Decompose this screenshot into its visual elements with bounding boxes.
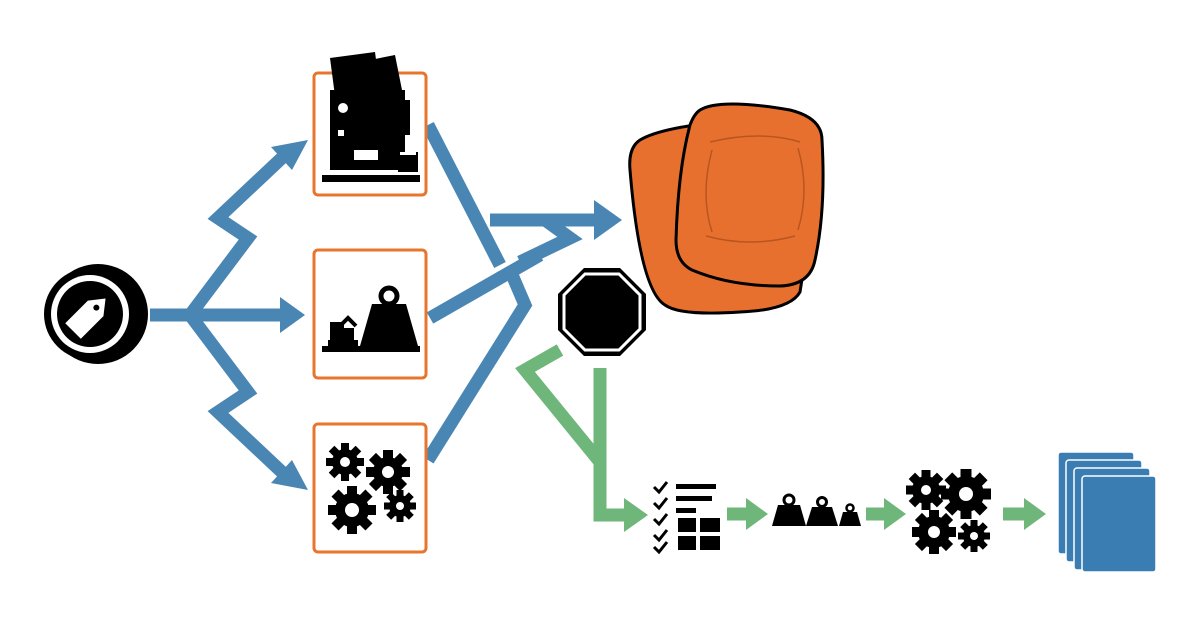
process-box-gears bbox=[312, 422, 428, 554]
printing-machine-icon bbox=[322, 52, 420, 182]
blue-converge-arrows bbox=[422, 122, 600, 464]
arrow-branch-up bbox=[184, 150, 290, 319]
gears-cluster-icon bbox=[906, 469, 991, 554]
orange-cards-stack bbox=[628, 102, 825, 315]
broken-gears-icon bbox=[326, 443, 416, 534]
robot-arm-icon bbox=[328, 315, 358, 348]
green-branch-from-center bbox=[515, 344, 628, 522]
arrow-top-box-out bbox=[422, 122, 506, 268]
arrow-to-cards bbox=[490, 213, 583, 268]
heavy-weight-icon bbox=[360, 285, 418, 346]
arrowhead-up bbox=[271, 140, 308, 170]
price-tag-coin-icon bbox=[44, 264, 148, 364]
green-arrowhead-4 bbox=[1024, 498, 1046, 530]
green-arrowhead-1 bbox=[624, 498, 648, 532]
orange-card-front bbox=[674, 102, 825, 288]
arrow-bottom-box-out bbox=[422, 267, 533, 464]
price-tag-icon bbox=[65, 298, 106, 339]
stop-octagon-icon bbox=[558, 268, 646, 356]
blue-fanout-arrows bbox=[150, 150, 290, 480]
arrowhead-down bbox=[271, 460, 308, 490]
checklist-icon bbox=[652, 481, 720, 555]
arrow-branch-down bbox=[184, 311, 290, 480]
blue-fanout-arrowheads bbox=[271, 140, 308, 490]
weights-row-icon bbox=[772, 493, 861, 526]
arrow-middle-box-out bbox=[426, 249, 544, 324]
green-arrowhead-2 bbox=[746, 498, 768, 530]
process-box-weight bbox=[312, 248, 428, 380]
green-arrowhead-3 bbox=[884, 498, 906, 530]
blue-pages-stack bbox=[1057, 451, 1157, 573]
process-box-machine bbox=[312, 52, 428, 197]
green-arrowheads bbox=[624, 498, 1046, 532]
arrowhead-to-cards bbox=[594, 200, 622, 240]
arrowhead-center bbox=[280, 297, 305, 333]
